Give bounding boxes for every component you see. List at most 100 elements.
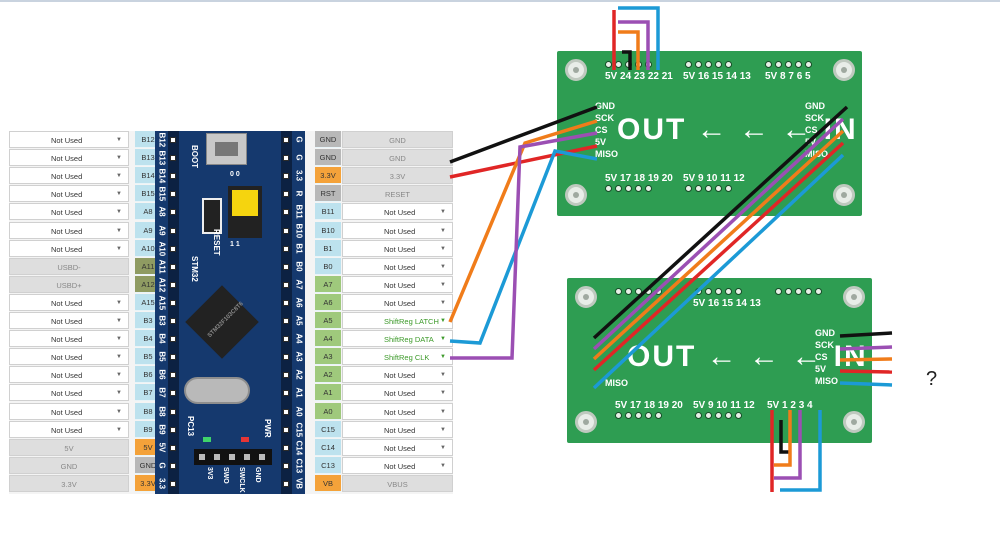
right-pin-select[interactable]: Not Used▼ xyxy=(342,366,453,384)
left-pin-select[interactable]: Not Used▼ xyxy=(9,167,129,185)
dropdown-caret-icon: ▼ xyxy=(116,209,122,216)
wire-top-stub-orange xyxy=(618,30,640,70)
solder-pad xyxy=(625,185,632,192)
right-pin-select[interactable]: Not Used▼ xyxy=(342,438,453,456)
header-pin xyxy=(283,227,289,234)
right-pin-select-value: Not Used xyxy=(384,461,416,471)
left-pin-select-value: Not Used xyxy=(51,226,83,236)
right-pin-select[interactable]: Not Used▼ xyxy=(342,293,453,311)
right-pin-select[interactable]: Not Used▼ xyxy=(342,221,453,239)
right-pin-select[interactable]: Not Used▼ xyxy=(342,384,453,402)
left-pin-select[interactable]: Not Used▼ xyxy=(9,131,129,148)
left-pin-select: USBD+ xyxy=(9,275,129,293)
header-pin xyxy=(283,209,289,216)
header-pin xyxy=(283,245,289,252)
right-pin-select[interactable]: Not Used▼ xyxy=(342,456,453,474)
dropdown-caret-icon: ▼ xyxy=(440,444,446,451)
solder-pad xyxy=(775,61,782,68)
solder-pad xyxy=(685,185,692,192)
solder-pad xyxy=(695,61,702,68)
left-pin-select[interactable]: Not Used ▼ xyxy=(9,203,129,221)
right-pin-name: A1 xyxy=(315,384,341,402)
right-pin-select[interactable]: ShiftReg LATCH▼ xyxy=(342,312,453,329)
left-pin-select[interactable]: Not Used▼ xyxy=(9,293,129,311)
left-pin-select-value: Not Used xyxy=(51,208,83,218)
header-pin xyxy=(283,336,289,343)
right-pin-select-value: RESET xyxy=(384,190,410,200)
swd-header xyxy=(194,449,272,465)
header-pin xyxy=(170,227,176,234)
left-pin-select-value: GND xyxy=(60,461,78,471)
jumper-top-label: 0 0 xyxy=(230,171,240,178)
right-pin-select[interactable]: Not Used▼ xyxy=(342,275,453,293)
solder-pad xyxy=(615,185,622,192)
solder-pad xyxy=(765,61,772,68)
right-pin-select[interactable]: Not Used▼ xyxy=(342,203,453,221)
solder-pad xyxy=(725,61,732,68)
header-pin xyxy=(170,191,176,198)
dropdown-caret-icon: ▼ xyxy=(116,354,122,361)
left-pin-select[interactable]: Not Used▼ xyxy=(9,185,129,203)
left-pin-name: A9 xyxy=(135,221,161,239)
left-connector-label: CS xyxy=(595,125,608,135)
solder-pad xyxy=(695,185,702,192)
solder-pad xyxy=(705,412,712,419)
right-connector-label: MISO xyxy=(815,376,839,386)
right-pin-select[interactable]: Not Used▼ xyxy=(342,239,453,257)
left-pin-select[interactable]: Not Used▼ xyxy=(9,330,129,348)
left-pin-select: 3.3V xyxy=(9,474,129,492)
solder-pad xyxy=(625,412,632,419)
left-pin-select[interactable]: Not Used▼ xyxy=(9,239,129,257)
right-pin-name: C13 xyxy=(315,456,341,474)
header-pin xyxy=(170,299,176,306)
pc13-led xyxy=(203,437,211,442)
right-pin-select: RESET xyxy=(342,185,453,203)
left-pin-name: A15 xyxy=(135,293,161,311)
header-pin xyxy=(170,318,176,324)
wire-chain-5v xyxy=(592,141,845,372)
right-pin-select[interactable]: Not Used▼ xyxy=(342,402,453,420)
left-pin-select-value: USBD- xyxy=(57,262,81,272)
left-pin-select-value: USBD+ xyxy=(56,280,82,290)
header-pin xyxy=(283,299,289,306)
right-pin-select[interactable]: ShiftReg DATA▼ xyxy=(342,330,453,348)
wire-out-gnd xyxy=(839,331,893,338)
right-pin-select[interactable]: Not Used▼ xyxy=(342,257,453,275)
left-pin-select[interactable]: Not Used▼ xyxy=(9,366,129,384)
crystal-oscillator xyxy=(184,377,250,404)
solder-pad xyxy=(705,288,712,295)
header-pin xyxy=(170,209,176,216)
right-header-pins xyxy=(281,131,292,494)
left-pin-name: B3 xyxy=(135,312,161,329)
bottom-pin-numbers-left: 5V 17 18 19 20 xyxy=(605,173,673,184)
pad-row xyxy=(685,185,735,195)
left-pin-select[interactable]: Not Used▼ xyxy=(9,420,129,438)
solder-pad xyxy=(775,288,782,295)
left-pin-select[interactable]: Not Used▼ xyxy=(9,149,129,167)
left-pin-select[interactable]: Not Used▼ xyxy=(9,348,129,366)
left-pin-select[interactable]: Not Used▼ xyxy=(9,384,129,402)
solder-pad xyxy=(715,61,722,68)
wire-chain-cs xyxy=(592,129,845,361)
solder-pad xyxy=(635,412,642,419)
header-pin xyxy=(170,426,176,433)
right-pin-select[interactable]: Not Used▼ xyxy=(342,420,453,438)
header-pin xyxy=(283,480,289,487)
wire-top-stub-purple xyxy=(618,20,650,70)
dropdown-caret-icon: ▼ xyxy=(116,336,122,343)
left-pin-select[interactable]: Not Used▼ xyxy=(9,402,129,420)
right-pin-name: A6 xyxy=(315,293,341,311)
left-pin-select[interactable]: Not Used▼ xyxy=(9,312,129,329)
dropdown-caret-icon: ▼ xyxy=(116,372,122,379)
solder-pad xyxy=(715,288,722,295)
left-pin-select[interactable]: Not Used▼ xyxy=(9,221,129,239)
header-pin xyxy=(283,408,289,415)
header-pin xyxy=(170,281,176,288)
left-pin-name: B12 xyxy=(135,131,161,148)
